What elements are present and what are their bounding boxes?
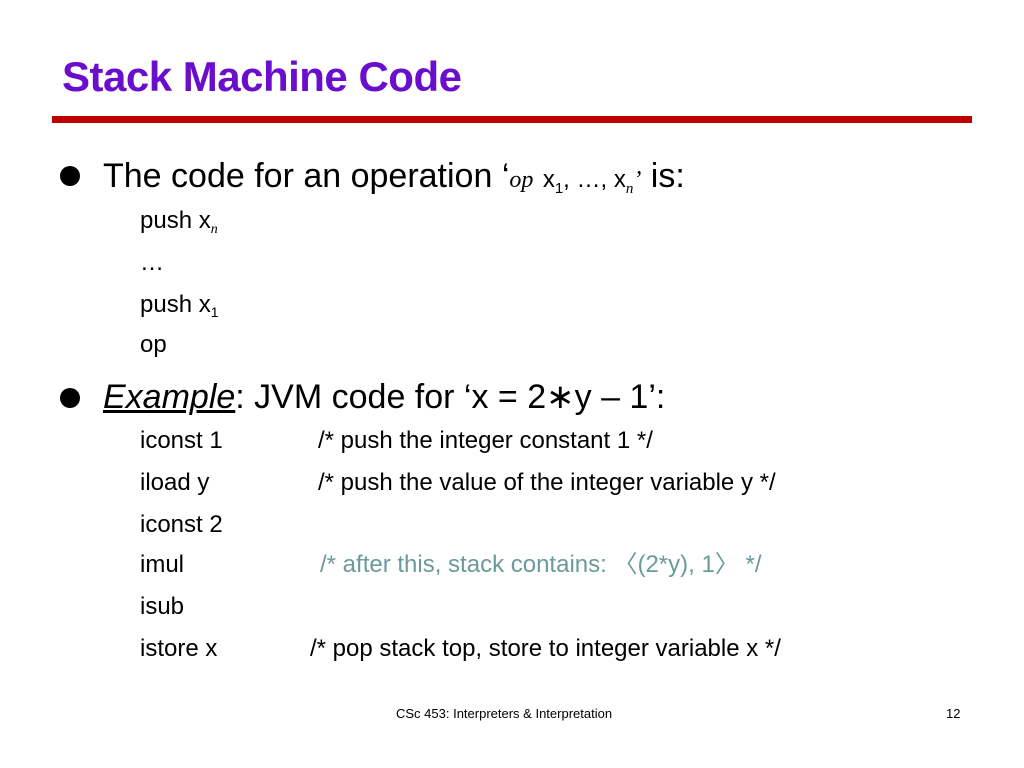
title-divider <box>52 116 972 123</box>
code-line: imul /* after this, stack contains: 〈(2*… <box>140 550 960 580</box>
footer-course: CSc 453: Interpreters & Interpretation <box>396 706 613 721</box>
code-comment-highlighted: /* after this, stack contains: 〈(2*y), 1… <box>320 551 762 578</box>
bullet-dot <box>60 166 80 186</box>
code-line: iload y /* push the value of the integer… <box>140 468 960 498</box>
bullet-tail: is: <box>641 157 685 195</box>
example-text: : JVM code for ‘x = 2∗y – 1’: <box>235 378 666 416</box>
code-comment: /* push the value of the integer variabl… <box>318 469 776 496</box>
code-comment: /* pop stack top, store to integer varia… <box>310 635 781 662</box>
push-text: push x <box>140 207 211 234</box>
code-instruction: iconst 1 <box>140 427 223 454</box>
slide-title: Stack Machine Code <box>62 53 462 100</box>
page-number: 12 <box>946 706 961 721</box>
example-label: Example <box>103 378 236 416</box>
code-line: iconst 1 /* push the integer constant 1 … <box>140 426 960 456</box>
bullet-example: Example: JVM code for ‘x = 2∗y – 1’: <box>103 377 665 417</box>
ellipsis-term: , …, x <box>563 166 626 193</box>
sub-line-push-xn: push xn <box>140 206 218 245</box>
x1-term: x <box>542 166 555 193</box>
code-instruction: istore x <box>140 635 218 662</box>
code-instruction: imul <box>140 551 185 578</box>
sub-line-op: op <box>140 331 167 358</box>
code-comment: /* push the integer constant 1 */ <box>318 427 653 454</box>
subscript-n: n <box>210 222 218 237</box>
op-term: op <box>509 167 534 193</box>
code-instruction: iload y <box>140 469 210 496</box>
code-instruction: iconst 2 <box>140 511 223 538</box>
code-line: isub <box>140 592 960 622</box>
code-instruction: isub <box>140 593 185 620</box>
subscript-1: 1 <box>210 304 219 320</box>
code-line: istore x /* pop stack top, store to inte… <box>140 634 960 664</box>
close-quote: ’ <box>633 167 642 193</box>
sub-line-ellipsis: … <box>140 249 164 276</box>
x1-subscript: 1 <box>554 180 564 197</box>
sub-line-push-x1: push x1 <box>140 290 219 327</box>
push-text: push x <box>140 291 211 318</box>
bullet-text: The code for an operation ‘ <box>103 157 510 195</box>
xn-subscript: n <box>625 181 634 197</box>
code-line: iconst 2 <box>140 510 960 540</box>
bullet-operation-code: The code for an operation ‘op x1, …, xn’… <box>103 156 685 209</box>
bullet-dot <box>60 388 80 408</box>
